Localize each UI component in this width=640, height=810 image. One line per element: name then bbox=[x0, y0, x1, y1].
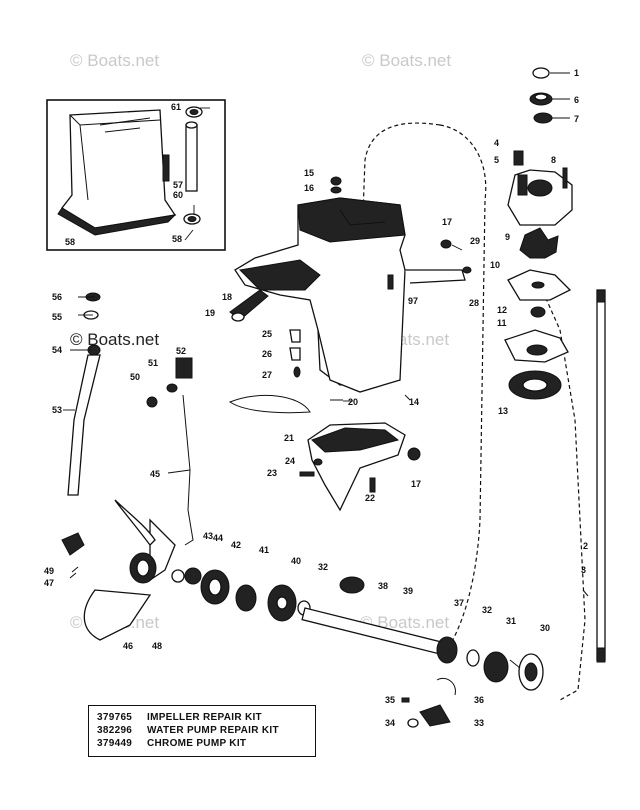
kit-row: 379449 CHROME PUMP KIT bbox=[97, 737, 307, 750]
callout-13: 13 bbox=[498, 406, 508, 416]
callout-52: 52 bbox=[176, 346, 186, 356]
gear-housing bbox=[234, 197, 466, 512]
callout-23: 23 bbox=[267, 468, 277, 478]
callout-53: 53 bbox=[52, 405, 62, 415]
kit-name: WATER PUMP REPAIR KIT bbox=[147, 725, 279, 736]
callout-41: 41 bbox=[259, 545, 269, 555]
callout-22: 22 bbox=[365, 493, 375, 503]
callout-55: 55 bbox=[52, 312, 62, 322]
callout-4: 4 bbox=[494, 138, 499, 148]
callout-9: 9 bbox=[505, 232, 510, 242]
callout-26: 26 bbox=[262, 349, 272, 359]
callout-1: 1 bbox=[574, 68, 579, 78]
callout-60: 60 bbox=[173, 190, 183, 200]
callout-46: 46 bbox=[123, 641, 133, 651]
kit-name: IMPELLER REPAIR KIT bbox=[147, 712, 262, 723]
callout-15: 15 bbox=[304, 168, 314, 178]
kit-row: 379765 IMPELLER REPAIR KIT bbox=[97, 711, 307, 724]
callout-32b: 32 bbox=[482, 605, 492, 615]
misc-middle-parts bbox=[228, 176, 472, 493]
callout-32a: 32 bbox=[318, 562, 328, 572]
kit-number: 379449 bbox=[97, 738, 133, 749]
callout-6: 6 bbox=[574, 95, 579, 105]
kit-number: 382296 bbox=[97, 725, 133, 736]
kit-number: 379765 bbox=[97, 712, 133, 723]
repair-kit-legend: 379765 IMPELLER REPAIR KIT 382296 WATER … bbox=[88, 705, 316, 757]
callout-45: 45 bbox=[150, 469, 160, 479]
callout-17b: 17 bbox=[411, 479, 421, 489]
callout-25: 25 bbox=[262, 329, 272, 339]
callout-3: 3 bbox=[581, 565, 586, 575]
callout-11: 11 bbox=[497, 318, 507, 328]
callout-31: 31 bbox=[506, 616, 516, 626]
callout-34: 34 bbox=[385, 718, 395, 728]
callout-28: 28 bbox=[469, 298, 479, 308]
callout-16: 16 bbox=[304, 183, 314, 193]
callout-61: 61 bbox=[171, 102, 181, 112]
propeller bbox=[61, 499, 176, 641]
watermark: © Boats.net bbox=[70, 330, 159, 349]
callout-numbers: 1 6 7 4 5 8 9 10 12 11 13 2 3 61 57 60 5… bbox=[44, 68, 588, 728]
callout-51: 51 bbox=[148, 358, 158, 368]
callout-33: 33 bbox=[474, 718, 484, 728]
callout-7: 7 bbox=[574, 114, 579, 124]
callout-8: 8 bbox=[551, 155, 556, 165]
callout-17a: 17 bbox=[442, 217, 452, 227]
callout-58a: 58 bbox=[65, 237, 75, 247]
callout-12: 12 bbox=[497, 305, 507, 315]
callout-5: 5 bbox=[494, 155, 499, 165]
callout-56: 56 bbox=[52, 292, 62, 302]
kit-name: CHROME PUMP KIT bbox=[147, 738, 247, 749]
callout-37: 37 bbox=[454, 598, 464, 608]
callout-14: 14 bbox=[409, 397, 419, 407]
callout-49: 49 bbox=[44, 566, 54, 576]
kit-row: 382296 WATER PUMP REPAIR KIT bbox=[97, 724, 307, 737]
callout-44: 44 bbox=[213, 533, 223, 543]
propeller-shaft-gears bbox=[171, 567, 544, 728]
callout-21: 21 bbox=[284, 433, 294, 443]
callout-39: 39 bbox=[403, 586, 413, 596]
callout-42: 42 bbox=[231, 540, 241, 550]
watermark: © Boats.net bbox=[362, 51, 451, 70]
callout-54: 54 bbox=[52, 345, 62, 355]
callout-38: 38 bbox=[378, 581, 388, 591]
water-tube-routing bbox=[361, 122, 487, 646]
watermark: © Boats.net bbox=[70, 51, 159, 70]
callout-50: 50 bbox=[130, 372, 140, 382]
callout-48: 48 bbox=[152, 641, 162, 651]
callout-27: 27 bbox=[262, 370, 272, 380]
shift-rod-routing bbox=[539, 284, 586, 701]
callout-36: 36 bbox=[474, 695, 484, 705]
callout-30: 30 bbox=[540, 623, 550, 633]
callout-40: 40 bbox=[291, 556, 301, 566]
callout-10: 10 bbox=[490, 260, 500, 270]
callout-57: 57 bbox=[173, 180, 183, 190]
callout-29: 29 bbox=[470, 236, 480, 246]
leader-lines bbox=[63, 72, 570, 669]
callout-97: 97 bbox=[408, 296, 418, 306]
callout-19: 19 bbox=[205, 308, 215, 318]
inset-detail-box bbox=[46, 99, 226, 251]
callout-58b: 58 bbox=[172, 234, 182, 244]
callout-20: 20 bbox=[348, 397, 358, 407]
callout-47: 47 bbox=[44, 578, 54, 588]
callout-18: 18 bbox=[222, 292, 232, 302]
callout-24: 24 bbox=[285, 456, 295, 466]
callout-2: 2 bbox=[583, 541, 588, 551]
callout-43: 43 bbox=[203, 531, 213, 541]
callout-35: 35 bbox=[385, 695, 395, 705]
drive-shaft bbox=[582, 289, 606, 663]
